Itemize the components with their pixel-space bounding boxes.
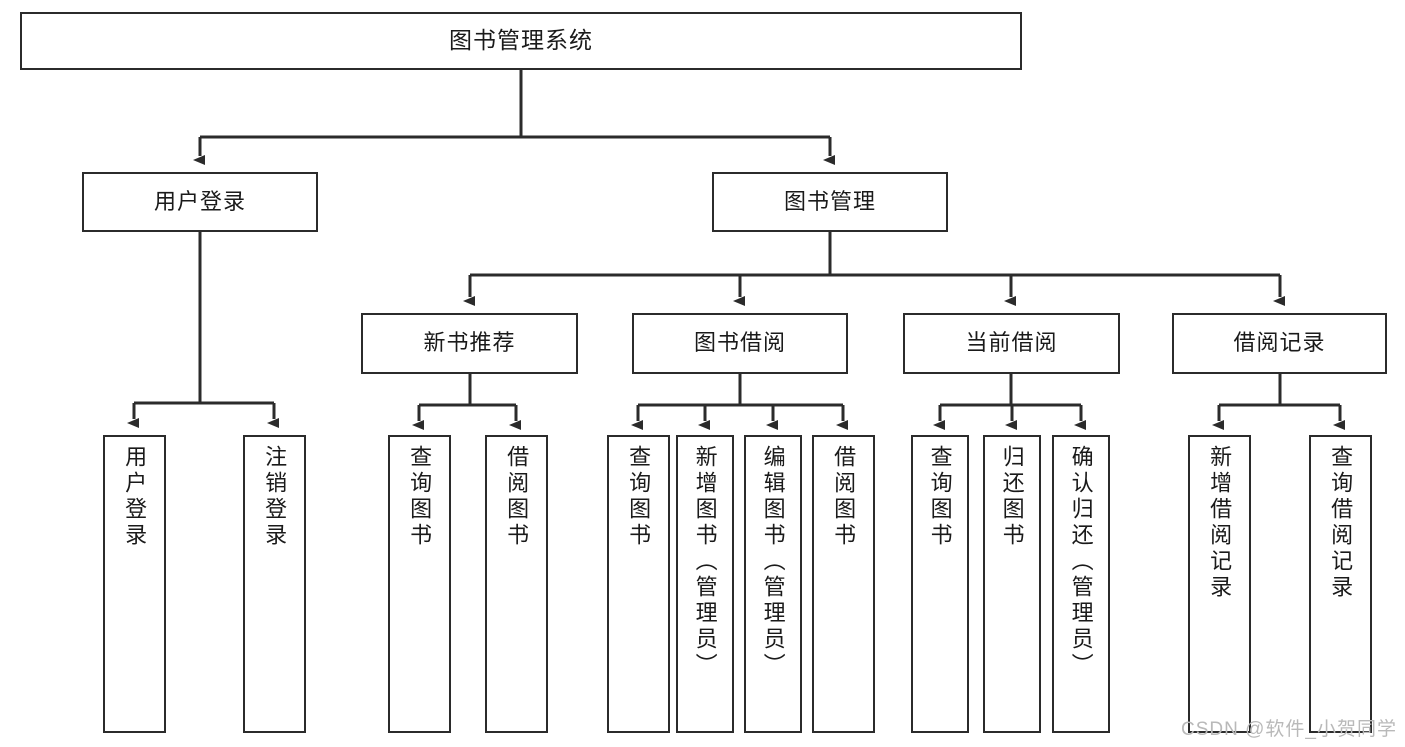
leaf-bb-borrow[interactable]: 借阅图书 <box>812 435 875 733</box>
leaf-bb-query-label: 查询图书 <box>626 445 652 549</box>
leaf-br-add-label: 新增借阅记录 <box>1207 445 1233 601</box>
leaf-nbr-query[interactable]: 查询图书 <box>388 435 451 733</box>
leaf-cb-query-label: 查询图书 <box>927 445 953 549</box>
node-borrow-record[interactable]: 借阅记录 <box>1172 313 1387 374</box>
leaf-user-logout[interactable]: 注销登录 <box>243 435 306 733</box>
leaf-bb-borrow-label: 借阅图书 <box>831 445 857 549</box>
leaf-br-query-label: 查询借阅记录 <box>1328 445 1354 601</box>
leaf-cb-confirm-return[interactable]: 确认归还（管理员） <box>1052 435 1110 733</box>
leaf-bb-edit-label: 编辑图书（管理员） <box>760 445 786 679</box>
node-book-manage[interactable]: 图书管理 <box>712 172 948 232</box>
node-new-book-recommend-label: 新书推荐 <box>423 330 516 356</box>
leaf-bb-add-label: 新增图书（管理员） <box>692 445 718 679</box>
node-book-borrow[interactable]: 图书借阅 <box>632 313 848 374</box>
watermark: CSDN @软件_小贺同学 <box>1181 719 1397 740</box>
node-user-login-label: 用户登录 <box>153 188 246 214</box>
node-root[interactable]: 图书管理系统 <box>20 12 1022 70</box>
leaf-bb-query[interactable]: 查询图书 <box>607 435 670 733</box>
leaf-user-logout-label: 注销登录 <box>262 445 288 549</box>
leaf-br-add[interactable]: 新增借阅记录 <box>1188 435 1251 733</box>
leaf-nbr-borrow[interactable]: 借阅图书 <box>485 435 548 733</box>
node-new-book-recommend[interactable]: 新书推荐 <box>361 313 578 374</box>
leaf-cb-query[interactable]: 查询图书 <box>911 435 969 733</box>
leaf-user-login[interactable]: 用户登录 <box>103 435 166 733</box>
leaf-bb-edit[interactable]: 编辑图书（管理员） <box>744 435 802 733</box>
node-user-login[interactable]: 用户登录 <box>82 172 318 232</box>
leaf-cb-return[interactable]: 归还图书 <box>983 435 1041 733</box>
leaf-cb-return-label: 归还图书 <box>999 445 1025 549</box>
leaf-nbr-query-label: 查询图书 <box>407 445 433 549</box>
node-book-borrow-label: 图书借阅 <box>693 330 786 356</box>
node-borrow-record-label: 借阅记录 <box>1233 330 1326 356</box>
node-book-manage-label: 图书管理 <box>783 188 876 214</box>
leaf-user-login-label: 用户登录 <box>122 445 148 549</box>
leaf-bb-add[interactable]: 新增图书（管理员） <box>676 435 734 733</box>
node-root-label: 图书管理系统 <box>449 27 593 54</box>
node-current-borrow[interactable]: 当前借阅 <box>903 313 1120 374</box>
node-current-borrow-label: 当前借阅 <box>965 330 1058 356</box>
leaf-cb-confirm-return-label: 确认归还（管理员） <box>1068 445 1094 679</box>
leaf-nbr-borrow-label: 借阅图书 <box>504 445 530 549</box>
leaf-br-query[interactable]: 查询借阅记录 <box>1309 435 1372 733</box>
